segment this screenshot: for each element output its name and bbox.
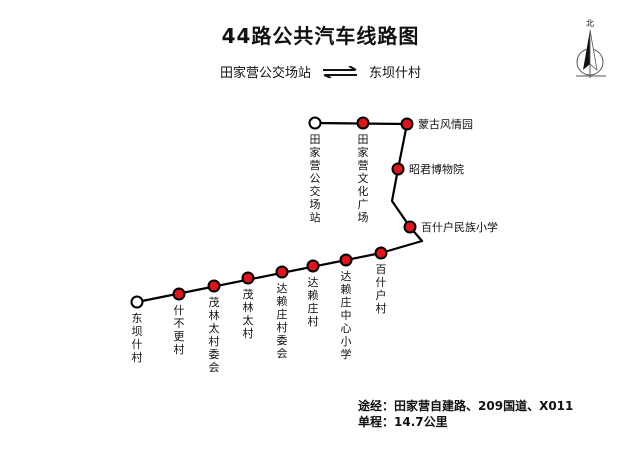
north-arrow-icon	[576, 29, 606, 78]
stop-label-char: 广	[358, 198, 369, 211]
stop-label-char: 家	[310, 145, 321, 159]
stop-label-char: 会	[209, 361, 220, 374]
stop-icon	[306, 259, 320, 273]
stop-icon	[275, 265, 289, 279]
stop-label-char: 坝	[132, 324, 143, 338]
via-label: 途经：	[358, 399, 395, 413]
stop-icon	[172, 287, 186, 301]
stop-label-char: 户	[376, 288, 387, 302]
stop-label-char: 村	[277, 320, 288, 334]
stop-label-char: 不	[174, 317, 185, 330]
distance-value: 14.7公里	[394, 415, 448, 429]
stop-label-char: 赖	[341, 283, 352, 296]
stop-label-char: 田	[358, 133, 369, 146]
via-value: 田家营自建路、209国道、X011	[394, 399, 574, 413]
stop-label-char: 茂	[243, 287, 254, 301]
via-row: 途经：田家营自建路、209国道、X011	[358, 398, 573, 414]
stop-label-char: 田	[310, 133, 321, 146]
stop-icon	[241, 271, 255, 285]
stop-label: 昭君博物院	[409, 162, 464, 176]
stop-label-char: 什	[376, 276, 387, 289]
stop-label-char: 会	[277, 347, 288, 360]
route-info: 途经：田家营自建路、209国道、X011 单程：14.7公里	[358, 398, 573, 430]
stop-label: 百什户民族小学	[421, 220, 498, 234]
stop-icon	[356, 116, 370, 130]
stop-label-char: 村	[174, 342, 185, 356]
stop-label-char: 营	[358, 158, 369, 172]
stop-label-char: 学	[341, 347, 352, 361]
stop-label-char: 村	[376, 301, 387, 315]
route-origin: 田家营公交场站	[219, 66, 311, 81]
route-line	[136, 121, 424, 304]
stop-label-char: 场	[358, 210, 369, 224]
stop-icon	[207, 279, 221, 293]
distance-row: 单程：14.7公里	[358, 414, 573, 430]
stop-label-char: 交	[310, 184, 321, 198]
bidirectional-arrow-icon	[323, 65, 357, 78]
stop-label-char: 中	[341, 309, 352, 322]
stop-label-char: 站	[310, 210, 321, 224]
stop-icon	[374, 246, 388, 260]
stop-label-char: 文	[358, 171, 369, 185]
stop-label-char: 赖	[308, 289, 319, 302]
stop-label-char: 东	[132, 312, 143, 325]
stop-icon	[391, 162, 405, 176]
stop-3: 昭君博物院	[391, 162, 464, 176]
stop-label-char: 村	[209, 334, 220, 348]
stop-12: 东坝什村	[130, 295, 144, 364]
stop-4: 百什户民族小学	[403, 220, 498, 234]
stop-label-char: 更	[174, 330, 185, 343]
map-title: 44路公共汽车线路图	[221, 24, 420, 48]
stop-label-char: 百	[376, 263, 387, 276]
distance-label: 单程：	[358, 415, 395, 429]
stop-icon	[400, 117, 414, 131]
stop-0: 田家营公交场站	[308, 116, 322, 224]
stop-2: 蒙古风情园	[400, 117, 473, 131]
stop-label-char: 村	[132, 350, 143, 364]
stop-label-char: 公	[310, 172, 321, 185]
stop-label-char: 什	[174, 304, 185, 317]
stop-label: 蒙古风情园	[418, 118, 473, 131]
route-destination: 东坝什村	[369, 66, 422, 81]
stop-label-char: 茂	[209, 295, 220, 309]
stop-icon	[339, 253, 353, 267]
stop-label-char: 太	[209, 322, 220, 335]
stop-label-char: 心	[341, 322, 352, 335]
stop-label-char: 场	[310, 197, 321, 211]
route-header: 田家营公交场站 东坝什村	[0, 62, 641, 81]
stop-label-char: 赖	[277, 295, 288, 308]
north-label: 北	[586, 19, 594, 28]
stop-label-char: 化	[358, 184, 369, 198]
compass: 北	[572, 18, 612, 82]
stop-label-char: 达	[308, 276, 319, 289]
stop-label-char: 庄	[277, 307, 288, 321]
stop-label-char: 太	[243, 314, 254, 327]
terminal-stop-icon	[130, 295, 144, 309]
stop-label-char: 达	[277, 282, 288, 295]
stop-label-char: 什	[132, 338, 143, 351]
stop-label-char: 庄	[308, 301, 319, 315]
stop-label-char: 庄	[341, 295, 352, 309]
stop-label-char: 林	[209, 308, 220, 322]
stop-label-char: 营	[310, 158, 321, 172]
terminal-stop-icon	[308, 116, 322, 130]
stop-label-char: 委	[209, 348, 220, 361]
stop-label-char: 村	[243, 326, 254, 340]
stop-label-char: 林	[243, 300, 254, 314]
stop-label-char: 小	[341, 335, 352, 348]
stop-label-char: 委	[277, 334, 288, 347]
stop-icon	[403, 220, 417, 234]
stop-label-char: 村	[308, 314, 319, 328]
stop-label-char: 达	[341, 270, 352, 283]
stop-label-char: 家	[358, 145, 369, 159]
